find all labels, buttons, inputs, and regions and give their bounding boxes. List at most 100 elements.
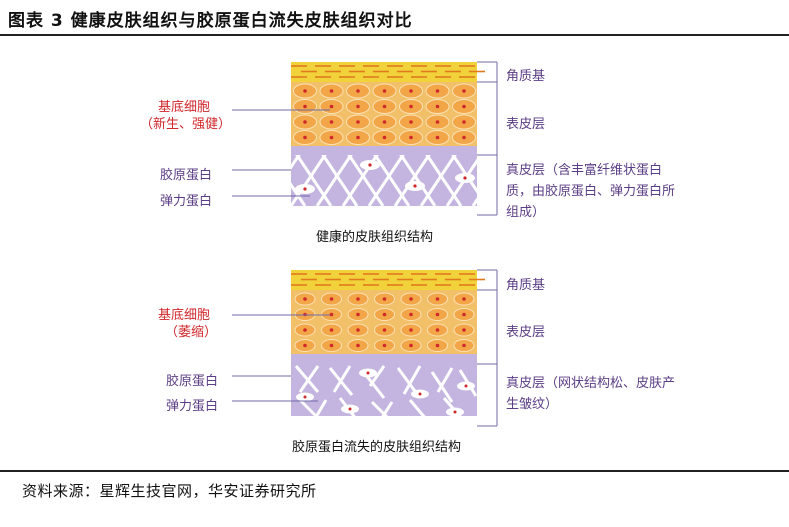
- damaged-skin-diagram: [291, 270, 485, 426]
- cell-nucleus: [382, 104, 387, 109]
- healthy-collagen-label: 胶原蛋白: [160, 168, 213, 183]
- damaged-basal-state-label: （萎缩）: [165, 325, 218, 340]
- collagen-fiber: [213, 146, 253, 206]
- cell-nucleus: [462, 104, 466, 109]
- elastin-nucleus: [453, 410, 457, 414]
- damaged-dermis-label: 真皮层（网状结构松、皮肤产生皱纹）: [506, 376, 676, 412]
- cell-nucleus: [356, 343, 360, 348]
- elastin-nucleus: [348, 407, 352, 411]
- cell-nucleus: [303, 135, 307, 140]
- cell-nucleus: [356, 104, 360, 109]
- damaged-basal-cells-label: 基底细胞: [158, 308, 211, 323]
- cell-nucleus: [409, 328, 413, 332]
- damaged-elastin-label: 弹力蛋白: [166, 399, 219, 414]
- elastin-nucleus: [464, 384, 468, 388]
- cell-nucleus: [462, 328, 466, 332]
- cell-nucleus: [435, 120, 440, 124]
- collagen-fiber-fragment: [332, 365, 352, 393]
- cell-nucleus: [382, 135, 387, 140]
- cell-nucleus: [356, 328, 360, 332]
- elastin-nucleus: [366, 371, 370, 375]
- cell-nucleus: [329, 328, 334, 332]
- cell-nucleus: [462, 312, 466, 317]
- healthy-dermis-label: 真皮层（含丰富纤维状蛋白质，由胶原蛋白、弹力蛋白所组成）: [506, 163, 676, 220]
- elastin-nucleus: [463, 176, 467, 180]
- dermis-layer: [291, 146, 477, 206]
- collagen-fiber-fragment: [294, 365, 320, 393]
- cell-nucleus: [329, 135, 334, 140]
- healthy-epidermis-label: 表皮层: [506, 117, 546, 132]
- healthy-basal-cells-label: 基底细胞: [158, 100, 211, 115]
- collagen-fiber: [239, 146, 279, 206]
- healthy-stratum-label: 角质基: [506, 69, 546, 84]
- collagen-fiber-fragment: [368, 365, 386, 387]
- cell-nucleus: [382, 343, 387, 348]
- cell-nucleus: [382, 297, 387, 301]
- cell-nucleus: [382, 312, 387, 317]
- cell-nucleus: [329, 120, 334, 124]
- cell-nucleus: [409, 343, 413, 348]
- damaged-collagen-label: 胶原蛋白: [166, 374, 219, 389]
- elastin-nucleus: [418, 392, 422, 396]
- damaged-caption: 胶原蛋白流失的皮肤组织结构: [292, 440, 462, 455]
- cell-nucleus: [435, 328, 440, 332]
- cell-nucleus: [409, 104, 413, 109]
- cell-nucleus: [356, 312, 360, 317]
- cell-nucleus: [435, 135, 440, 140]
- collagen-fiber-fragment: [310, 399, 328, 425]
- cell-nucleus: [409, 89, 413, 93]
- collagen-fiber-fragment: [298, 398, 328, 426]
- dermis-fibers: [294, 365, 477, 426]
- elastin-nucleus: [303, 395, 307, 399]
- source-note: 资料来源：星辉生技官网，华安证券研究所: [22, 482, 317, 500]
- collagen-fiber-fragment: [376, 401, 394, 425]
- cell-nucleus: [462, 343, 466, 348]
- cell-nucleus: [435, 297, 440, 301]
- collagen-fiber-fragment: [436, 367, 454, 393]
- leader-lines: [232, 61, 498, 427]
- cell-nucleus: [382, 328, 387, 332]
- cell-nucleus: [329, 297, 334, 301]
- cell-nucleus: [329, 104, 334, 109]
- cell-nucleus: [303, 104, 307, 109]
- cell-nucleus: [435, 89, 440, 93]
- cell-nucleus: [462, 135, 466, 140]
- cell-nucleus: [435, 104, 440, 109]
- cell-nucleus: [356, 135, 360, 140]
- title-divider: [0, 34, 789, 36]
- cell-nucleus: [356, 89, 360, 93]
- cell-nucleus: [303, 120, 307, 124]
- cell-nucleus: [435, 312, 440, 317]
- source-divider: [0, 470, 789, 472]
- cell-nucleus: [382, 120, 387, 124]
- collagen-fiber-fragment: [298, 365, 320, 393]
- cell-nucleus: [409, 120, 413, 124]
- healthy-caption: 健康的皮肤组织结构: [316, 230, 434, 245]
- cell-nucleus: [356, 120, 360, 124]
- healthy-elastin-label: 弹力蛋白: [160, 194, 213, 209]
- elastin-nucleus: [413, 184, 417, 188]
- healthy-skin-diagram: [213, 62, 485, 207]
- cell-nucleus: [303, 328, 307, 332]
- dermis-layer: [291, 354, 477, 416]
- cell-nucleus: [303, 89, 307, 93]
- cell-nucleus: [462, 89, 466, 93]
- cell-nucleus: [329, 343, 334, 348]
- healthy-basal-state-label: （新生、强健）: [140, 117, 232, 132]
- damaged-stratum-label: 角质基: [506, 278, 546, 293]
- collagen-fiber: [213, 146, 253, 206]
- elastin-nucleus: [368, 163, 372, 167]
- cell-nucleus: [329, 89, 334, 93]
- cell-nucleus: [409, 297, 413, 301]
- cell-nucleus: [409, 312, 413, 317]
- cell-nucleus: [303, 297, 307, 301]
- cell-nucleus: [303, 343, 307, 348]
- cell-nucleus: [356, 297, 360, 301]
- cell-nucleus: [409, 135, 413, 140]
- cell-nucleus: [382, 89, 387, 93]
- collagen-fiber: [239, 146, 279, 206]
- cell-nucleus: [435, 343, 440, 348]
- damaged-epidermis-label: 表皮层: [506, 325, 546, 340]
- figure-title: 图表 3 健康皮肤组织与胶原蛋白流失皮肤组织对比: [8, 11, 413, 31]
